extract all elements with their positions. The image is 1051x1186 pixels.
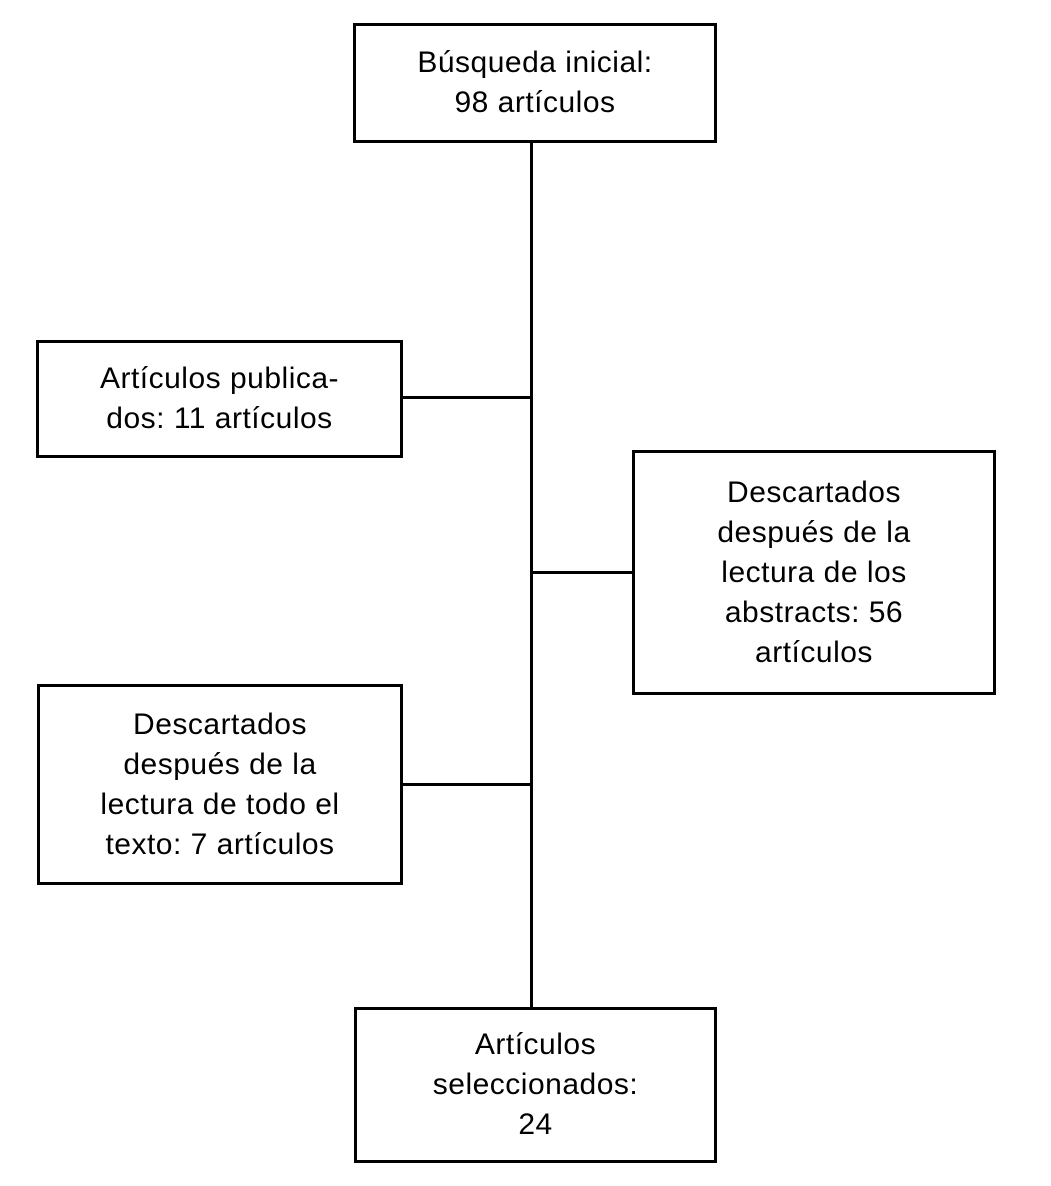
connector-descartados-texto [403, 783, 530, 786]
node-articulos-seleccionados-label: Artículos seleccionados: 24 [432, 1028, 639, 1141]
connector-descartados-abstracts [533, 571, 632, 574]
node-articulos-publicados-label: Artículos publica- dos: 11 artículos [99, 362, 340, 435]
node-busqueda-inicial: Búsqueda inicial: 98 artículos [353, 23, 717, 143]
connector-trunk-vertical [530, 143, 533, 1007]
connector-articulos-publicados [403, 396, 530, 399]
node-articulos-seleccionados: Artículos seleccionados: 24 [354, 1007, 717, 1163]
node-busqueda-inicial-label: Búsqueda inicial: 98 artículos [417, 46, 653, 119]
node-descartados-texto-label: Descartados después de la lectura de tod… [100, 707, 340, 861]
node-descartados-abstracts-label: Descartados después de la lectura de los… [717, 475, 911, 669]
node-descartados-abstracts: Descartados después de la lectura de los… [632, 450, 996, 695]
node-descartados-texto: Descartados después de la lectura de tod… [37, 684, 403, 885]
node-articulos-publicados: Artículos publica- dos: 11 artículos [36, 340, 403, 458]
